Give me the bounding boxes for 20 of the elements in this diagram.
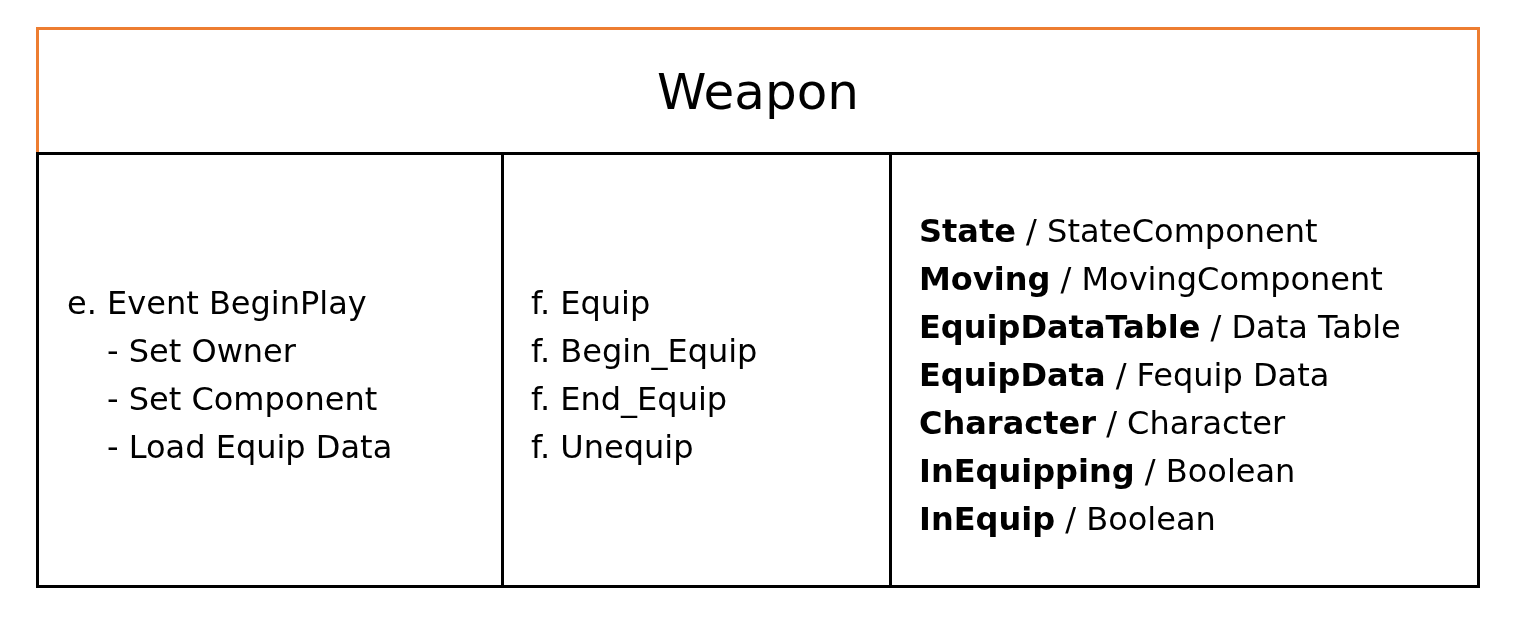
list-item-text: InEquip / Boolean (919, 499, 1217, 540)
list-item-text: f. Begin_Equip (531, 331, 759, 372)
list-item-text: EquipDataTable / Data Table (919, 307, 1402, 348)
list-item-text: State / StateComponent (919, 211, 1319, 252)
list-item-text: - Load Equip Data (107, 427, 394, 468)
list-item-text: - Set Component (107, 379, 379, 420)
list-item-text: EquipData / Fequip Data (919, 355, 1331, 396)
list-item-text: - Set Owner (107, 331, 297, 372)
list-item-text: InEquipping / Boolean (919, 451, 1297, 492)
list-item-text: f. End_Equip (531, 379, 729, 420)
title-band (36, 27, 1480, 153)
column-cell (889, 152, 1480, 588)
list-item-text: f. Unequip (531, 427, 695, 468)
title-text: Weapon (657, 66, 859, 117)
list-item-text: Character / Character (919, 403, 1287, 444)
column-cell (36, 152, 504, 588)
list-item-text: f. Equip (531, 283, 652, 324)
list-item-text: Moving / MovingComponent (919, 259, 1384, 300)
list-item-text: e. Event BeginPlay (67, 283, 368, 324)
column-cell (501, 152, 892, 588)
